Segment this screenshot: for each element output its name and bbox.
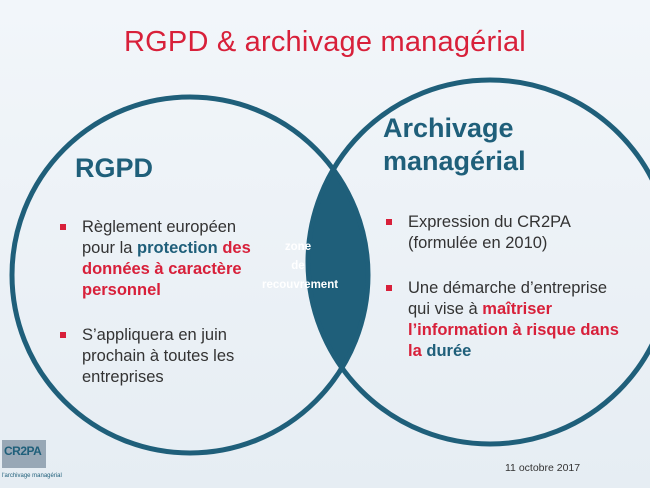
bullet-square-icon (386, 219, 392, 225)
right-circle (305, 77, 650, 447)
bullet-text: Une démarche d’entreprise qui vise à (408, 279, 608, 318)
bullet-highlight: durée (426, 342, 472, 360)
footer-date: 11 octobre 2017 (505, 462, 581, 474)
archivage-bullet-list: Expression du CR2PA (formulée en 2010) U… (386, 212, 621, 380)
bullet-highlight: des données à caractère personnel (82, 239, 251, 299)
cr2pa-logo: CR2PA l'archivage managérial (2, 440, 62, 486)
archivage-heading: Archivage managérial (383, 113, 526, 176)
slide-title: RGPD & archivage managérial (124, 26, 526, 58)
bullet-square-icon (386, 285, 392, 291)
overlap-label: zone de recouvrement (262, 241, 339, 291)
bullet-text: Expression du CR2PA (formulée en 2010) (408, 213, 571, 252)
bullet-item: S’appliquera en juin prochain à toutes l… (60, 325, 265, 388)
bullet-highlight: maîtriser l’information à risque dans la (408, 300, 619, 360)
rgpd-heading: RGPD (75, 153, 154, 183)
bullet-item: Une démarche d’entreprise qui vise à maî… (386, 278, 621, 362)
logo-tagline: l'archivage managérial (2, 473, 62, 479)
rgpd-bullet-list: Règlement européen pour la protection de… (60, 217, 265, 406)
bullet-text: Règlement européen pour la (82, 218, 237, 257)
left-circle (9, 94, 371, 456)
bullet-text: S’appliquera en juin prochain à toutes l… (82, 326, 235, 386)
logo-text: CR2PA (4, 444, 42, 458)
bullet-square-icon (60, 332, 66, 338)
bullet-item: Expression du CR2PA (formulée en 2010) (386, 212, 621, 254)
bullet-highlight: protection (137, 239, 218, 257)
bullet-item: Règlement européen pour la protection de… (60, 217, 265, 301)
logo-box (2, 440, 46, 468)
bullet-square-icon (60, 224, 66, 230)
